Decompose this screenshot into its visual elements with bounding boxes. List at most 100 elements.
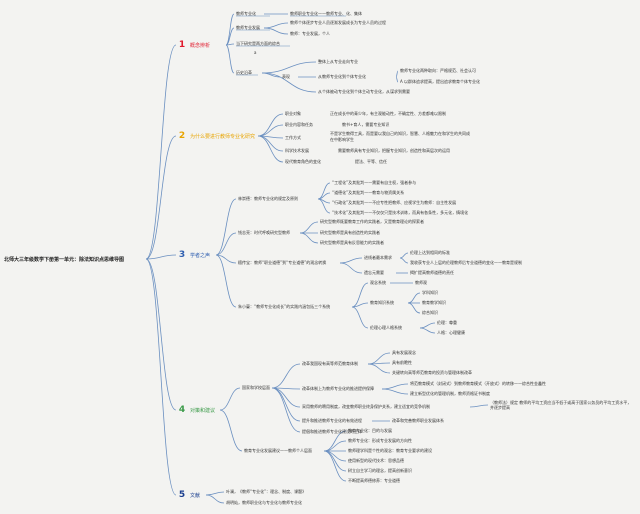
b2-item-8: 需要教师具有专业知识，把握专业知识，创造性和高层次的运用 (338, 148, 450, 153)
b1-item-7: 历史沿革 (236, 70, 252, 75)
connector (263, 27, 289, 35)
b3-item-11: 伦理上达到相同的标准 (410, 250, 450, 255)
b4-item-0: 国家和学校层面 (242, 385, 270, 390)
connector (351, 306, 369, 329)
branch-5-number: 5 (178, 490, 186, 500)
connector (271, 363, 301, 389)
connector (261, 61, 317, 74)
connector (225, 13, 235, 46)
b2-item-0: 职业对象 (285, 111, 301, 116)
b1-item-0: 教师专业化 (236, 11, 256, 16)
b1-item-9: 表现 (282, 74, 290, 79)
b4-item-2: 具有发展观念 (392, 350, 416, 355)
branch-2-label: 为什么要进行教师专业化研究 (190, 133, 256, 140)
connector (323, 450, 347, 482)
b3-item-5: 钱志亮：时代呼唤研究型教师 (238, 230, 290, 235)
b3-item-6: 研究型教师既要教育工作的实践者，又是教育理论的探索者 (320, 219, 424, 224)
branch-3-node[interactable]: 3 学者之声 (178, 250, 210, 260)
b4-item-3: 具有前瞻性 (392, 360, 412, 365)
connector (261, 72, 317, 93)
connector (263, 22, 289, 29)
branch-1-node[interactable]: 1 概念辨析 (178, 40, 210, 50)
b4-item-1: 改革我国现有高等师范教育体制 (302, 361, 358, 366)
b3-item-7: 研究型教师是具有创造性的实践者 (320, 230, 380, 235)
b4-item-11: 改革和完善教师职业发展体系 (392, 418, 444, 423)
connector (399, 257, 409, 264)
branch-4-number: 4 (178, 405, 186, 415)
branch-5-label: 文献 (190, 492, 201, 499)
b3-item-23: 伦理：尊重 (437, 320, 457, 325)
connector (257, 124, 284, 137)
connector (399, 252, 409, 259)
b3-item-13: 遗忘元需要 (364, 270, 384, 275)
connector (299, 232, 319, 244)
b4-item-10: 提升和推进教师专业化的有效进程 (302, 418, 362, 423)
b1-item-6: a (254, 50, 257, 55)
b1-item-3: 教师个体逐步专业人员逐渐发展成长为专业人员的过程 (290, 20, 386, 25)
b3-item-12: 我收获专业人上层的伦理教师后专业道德的变化——教育是规制 (410, 260, 522, 265)
b3-item-17: 教师观 (415, 280, 427, 285)
branch-2-node[interactable]: 2 为什么要进行教师专业化研究 (178, 131, 255, 141)
b1-item-11: 教师专业化两种取向：严格规范、社会认可 (400, 68, 476, 73)
b3-item-24: 人格：心理健康 (437, 330, 465, 335)
b1-item-4: 教师：专业发展，个人 (290, 31, 330, 36)
b2-item-3: 教书+育人，需要专业知识 (342, 122, 390, 127)
connector (317, 182, 331, 200)
branch-3-number: 3 (178, 250, 186, 260)
b2-item-7: 科学技术发展 (285, 148, 309, 153)
b4-item-18: 树立自主学习的理念，提高创新意识 (348, 468, 412, 473)
connector (339, 257, 363, 264)
b2-item-4: 工作方式 (285, 135, 301, 140)
b1-item-12: A 以群体追求提高，提出追求教育个体专业化 (400, 79, 481, 84)
b2-item-6: 在中影响学生 (330, 137, 354, 142)
b2-item-2: 职业内容和任务 (285, 122, 313, 127)
connector (351, 282, 369, 308)
connector (469, 404, 489, 408)
b2-item-1: 正在成长中的青少年，有主观能动性，不确定性、方差都难以限制 (330, 111, 446, 116)
b4-item-19: 不断提高师德修养：专业道德 (348, 478, 400, 483)
connector (215, 198, 237, 256)
root-topic: 北师大三年级数学下册第一单元：除法知识点思维导图 (4, 257, 125, 263)
branch-5-node[interactable]: 5 文献 (178, 490, 200, 500)
connector (367, 352, 391, 365)
b2-item-5: 不是学生教得工具，而是要以我自己的知识，智慧、人格魅力在和学生的共同成 (330, 131, 470, 136)
branch-1-number: 1 (178, 40, 186, 50)
connector (215, 254, 237, 264)
connector (323, 440, 347, 452)
b3-item-18: 学科知识 (422, 290, 438, 295)
connector (145, 44, 177, 260)
connector (419, 327, 436, 334)
b3-item-4: “技术化”及其批判——不仅仅只是技术训练，而具有各条性，多元化，情境化 (332, 210, 469, 215)
b4-item-17: 使用新型的现代技术：思想品德 (348, 458, 404, 463)
b3-item-8: 研究型教师是具有反思能力的实践者 (320, 240, 384, 245)
b1-item-13: 从个体被动专业化到个体主动专业化，从谋求到需要 (318, 89, 410, 94)
b4-item-13: 教育专业化发展建议——教师个人层面 (244, 448, 312, 453)
connector (317, 198, 331, 214)
b3-item-2: “道德化”及其批判——教育与物资属关系 (332, 190, 405, 195)
connector (271, 387, 301, 433)
b5-item-1: 胡明灿，教师职业化与专业化与教师专业化 (226, 500, 302, 505)
connector (145, 258, 177, 496)
connector (339, 262, 363, 274)
b4-item-7: 建立新型优化的管理机制，教师资格证书制度 (410, 391, 490, 396)
connector (225, 44, 235, 74)
branch-4-node[interactable]: 4 对策和建议 (178, 405, 215, 415)
connector (219, 387, 241, 411)
connector (257, 113, 284, 137)
connector (395, 70, 399, 78)
connector (407, 302, 421, 314)
b3-item-0: 林崇德：教师专业化的规定及原则 (238, 196, 298, 201)
branch-4-label: 对策和建议 (190, 407, 216, 414)
b1-item-5: 当下研究是两方面的综合 (236, 41, 280, 46)
b4-item-5: 改革体制上为教师专业化的推进提供保障 (302, 386, 374, 391)
b3-item-10: 进线者最本需求 (364, 255, 392, 260)
b3-item-22: 伦理心理人格系统 (370, 325, 402, 330)
b3-item-15: 朱小蔓：“教师专业化成长”的实践内涵包括三个系统 (238, 304, 331, 309)
connector (323, 430, 347, 452)
connector (299, 221, 319, 234)
connector (271, 387, 301, 422)
branch-2-number: 2 (178, 131, 186, 141)
connector (367, 363, 391, 374)
b4-item-16: 教师理学科是个性的观念：教育专业要求的建设 (348, 448, 432, 453)
b3-item-9: 檀传宝：教师“职业道德”到“专业道德”的观念转换 (238, 260, 327, 265)
